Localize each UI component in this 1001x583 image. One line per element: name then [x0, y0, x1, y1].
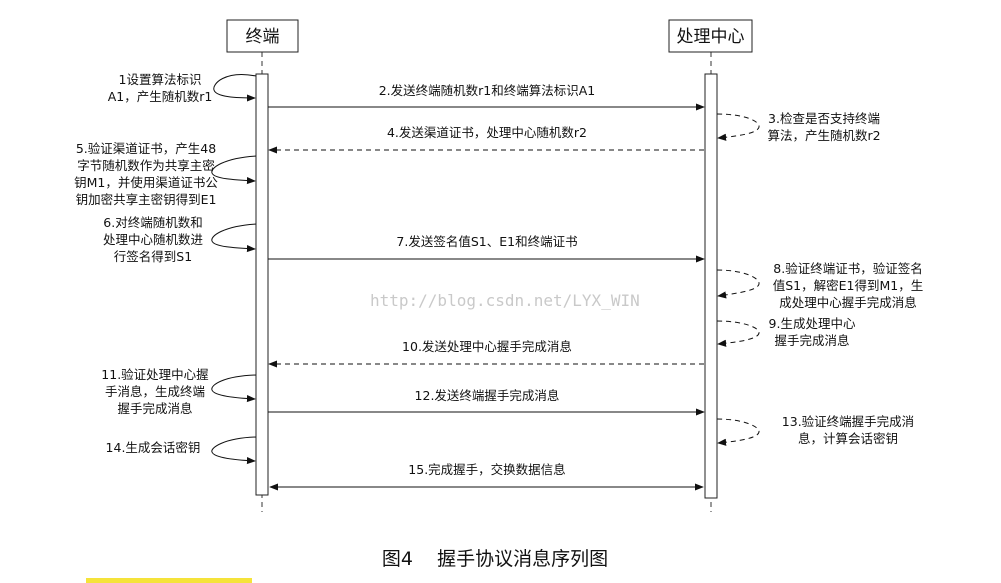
note-5-line: 钥加密共享主密钥得到E1: [76, 192, 217, 207]
terminal-header-box: [226, 19, 299, 53]
note-3-line: 算法，产生随机数r2: [767, 128, 880, 143]
self-loop-14: [211, 436, 257, 465]
note-6: 6.对终端随机数和 处理中心随机数进 行签名得到S1: [103, 215, 204, 264]
note-5-line: 5.验证渠道证书，产生48: [76, 141, 216, 156]
center-header-label: 处理中心: [677, 27, 745, 47]
terminal-header-label: 终端: [246, 27, 280, 47]
note-5-line: 字节随机数作为共享主密: [77, 158, 215, 173]
cropped-highlight: [86, 578, 252, 583]
note-3-line: 3.检查是否支持终端: [768, 111, 880, 126]
message-15-label: 15.完成握手，交换数据信息: [408, 462, 565, 477]
note-5: 5.验证渠道证书，产生48 字节随机数作为共享主密 钥M1，并使用渠道证书公 钥…: [74, 141, 218, 207]
center-activation: [704, 73, 718, 499]
note-8: 8.验证终端证书，验证签名 值S1，解密E1得到M1，生 成处理中心握手完成消息: [773, 261, 923, 310]
note-9-line: 9.生成处理中心: [769, 316, 856, 331]
note-14: 14.生成会话密钥: [106, 440, 201, 455]
self-loop-1: [213, 74, 257, 102]
terminal-activation: [255, 73, 269, 496]
message-10-label: 10.发送处理中心握手完成消息: [402, 339, 572, 354]
self-loop-9: [716, 320, 760, 347]
note-1-line: A1，产生随机数r1: [108, 89, 213, 104]
center-header-box: [668, 19, 753, 53]
note-6-line: 6.对终端随机数和: [103, 215, 202, 230]
note-13-line: 息，计算会话密钥: [798, 431, 898, 446]
self-loop-11: [211, 374, 257, 403]
self-loop-5: [211, 155, 257, 185]
note-6-line: 处理中心随机数进: [103, 232, 204, 247]
watermark: http://blog.csdn.net/LYX_WIN: [370, 291, 640, 310]
note-11-line: 手消息，生成终端: [105, 384, 205, 399]
note-11-line: 11.验证处理中心握: [101, 367, 208, 382]
note-14-line: 14.生成会话密钥: [106, 440, 201, 455]
note-9: 9.生成处理中心 握手完成消息: [769, 316, 856, 348]
note-8-line: 成处理中心握手完成消息: [779, 295, 917, 310]
note-13-line: 13.验证终端握手完成消: [782, 414, 914, 429]
message-12-label: 12.发送终端握手完成消息: [415, 388, 560, 403]
note-11-line: 握手完成消息: [117, 401, 192, 416]
self-loop-6: [211, 223, 257, 253]
note-8-line: 8.验证终端证书，验证签名: [773, 261, 922, 276]
self-loop-3: [716, 113, 760, 141]
note-1: 1设置算法标识 A1，产生随机数r1: [108, 72, 213, 104]
note-6-line: 行签名得到S1: [114, 249, 192, 264]
note-8-line: 值S1，解密E1得到M1，生: [773, 278, 923, 293]
message-7-label: 7.发送签名值S1、E1和终端证书: [396, 234, 577, 249]
note-1-line: 1设置算法标识: [119, 72, 202, 87]
self-loop-13: [716, 418, 760, 446]
self-loop-8: [716, 269, 760, 299]
note-11: 11.验证处理中心握 手消息，生成终端 握手完成消息: [101, 367, 208, 416]
note-13: 13.验证终端握手完成消 息，计算会话密钥: [782, 414, 914, 446]
message-4-label: 4.发送渠道证书，处理中心随机数r2: [387, 125, 587, 140]
note-3: 3.检查是否支持终端 算法，产生随机数r2: [767, 111, 880, 143]
figure-caption: 图4 握手协议消息序列图: [382, 548, 608, 570]
note-5-line: 钥M1，并使用渠道证书公: [74, 175, 218, 190]
message-2-label: 2.发送终端随机数r1和终端算法标识A1: [379, 83, 596, 98]
note-9-line: 握手完成消息: [774, 333, 849, 348]
